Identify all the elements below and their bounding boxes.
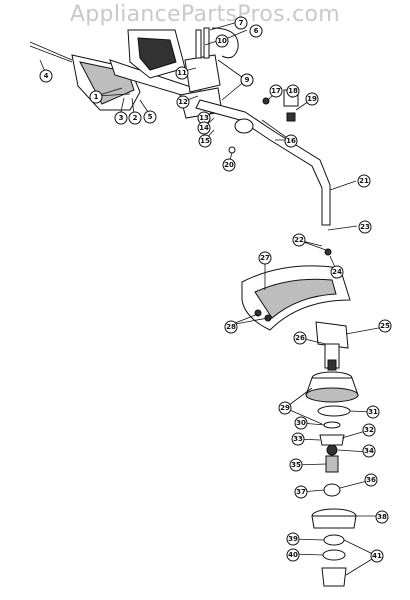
callout-41: 41 — [370, 549, 384, 563]
callout-16: 16 — [284, 134, 298, 148]
svg-text:13: 13 — [199, 114, 209, 122]
drive-tube — [195, 99, 331, 226]
svg-text:28: 28 — [226, 323, 236, 331]
callout-4: 4 — [39, 69, 53, 83]
callout-29: 29 — [278, 401, 292, 415]
svg-text:5: 5 — [148, 113, 153, 121]
callout-39: 39 — [286, 532, 300, 546]
callout-22: 22 — [292, 233, 306, 247]
callout-27: 27 — [258, 251, 272, 265]
svg-text:2: 2 — [133, 114, 138, 122]
svg-text:36: 36 — [366, 476, 376, 484]
callout-5: 5 — [143, 110, 157, 124]
svg-text:18: 18 — [288, 87, 298, 95]
callout-36: 36 — [364, 473, 378, 487]
svg-text:27: 27 — [260, 254, 270, 262]
callout-14: 14 — [197, 121, 211, 135]
svg-text:38: 38 — [377, 513, 387, 521]
svg-text:14: 14 — [199, 124, 209, 132]
svg-text:17: 17 — [271, 87, 281, 95]
callout-37: 37 — [294, 485, 308, 499]
callout-1: 1 — [89, 90, 103, 104]
svg-text:3: 3 — [119, 114, 124, 122]
svg-text:24: 24 — [332, 268, 342, 276]
callout-26: 26 — [293, 331, 307, 345]
svg-text:25: 25 — [380, 322, 390, 330]
svg-text:30: 30 — [296, 419, 306, 427]
svg-text:32: 32 — [364, 426, 374, 434]
callout-3: 3 — [114, 111, 128, 125]
callout-20: 20 — [222, 158, 236, 172]
watermark: AppliancePartsPros.com — [69, 2, 341, 27]
callout-25: 25 — [378, 319, 392, 333]
callout-15: 15 — [198, 134, 212, 148]
callout-19: 19 — [305, 92, 319, 106]
svg-text:6: 6 — [254, 27, 259, 35]
engine-cover — [127, 29, 186, 79]
callout-12: 12 — [176, 95, 190, 109]
hub — [319, 434, 345, 456]
callout-11: 11 — [175, 66, 189, 80]
svg-text:20: 20 — [224, 161, 234, 169]
callout-7: 7 — [234, 16, 248, 30]
svg-text:10: 10 — [217, 37, 227, 45]
callout-33: 33 — [291, 432, 305, 446]
bump-knob — [321, 534, 347, 587]
handle-housing — [71, 54, 206, 111]
svg-text:34: 34 — [364, 447, 374, 455]
svg-text:39: 39 — [288, 535, 298, 543]
svg-text:21: 21 — [359, 177, 369, 185]
spool — [311, 483, 357, 529]
spool-housing — [305, 371, 359, 403]
callout-21: 21 — [357, 174, 371, 188]
callout-24: 24 — [330, 265, 344, 279]
svg-text:29: 29 — [280, 404, 290, 412]
svg-text:15: 15 — [200, 137, 210, 145]
o-ring — [317, 405, 351, 417]
callout-31: 31 — [366, 405, 380, 419]
callout-6: 6 — [249, 24, 263, 38]
callout-10: 10 — [215, 34, 229, 48]
gearbox-head — [315, 321, 349, 371]
callout-40: 40 — [286, 548, 300, 562]
callout-9: 9 — [240, 73, 254, 87]
svg-text:26: 26 — [295, 334, 305, 342]
svg-text:22: 22 — [294, 236, 304, 244]
callout-34: 34 — [362, 444, 376, 458]
grass-guard — [241, 265, 351, 331]
svg-text:4: 4 — [44, 72, 49, 80]
svg-text:35: 35 — [291, 461, 301, 469]
svg-text:11: 11 — [177, 69, 187, 77]
callout-2: 2 — [128, 111, 142, 125]
callout-23: 23 — [358, 220, 372, 234]
svg-text:7: 7 — [239, 19, 244, 27]
callout-38: 38 — [375, 510, 389, 524]
washer — [323, 421, 341, 429]
callout-17: 17 — [269, 84, 283, 98]
callout-18: 18 — [286, 84, 300, 98]
callout-30: 30 — [294, 416, 308, 430]
svg-text:41: 41 — [372, 552, 382, 560]
svg-text:12: 12 — [178, 98, 188, 106]
callout-32: 32 — [362, 423, 376, 437]
throttle-cable — [29, 41, 73, 63]
svg-text:9: 9 — [245, 76, 250, 84]
spring — [325, 455, 339, 473]
svg-text:37: 37 — [296, 488, 306, 496]
svg-text:31: 31 — [368, 408, 378, 416]
svg-text:23: 23 — [360, 223, 370, 231]
svg-text:1: 1 — [94, 93, 99, 101]
callout-35: 35 — [289, 458, 303, 472]
svg-text:33: 33 — [293, 435, 303, 443]
svg-text:19: 19 — [307, 95, 317, 103]
svg-text:16: 16 — [286, 137, 296, 145]
callout-28: 28 — [224, 320, 238, 334]
svg-text:40: 40 — [288, 551, 298, 559]
